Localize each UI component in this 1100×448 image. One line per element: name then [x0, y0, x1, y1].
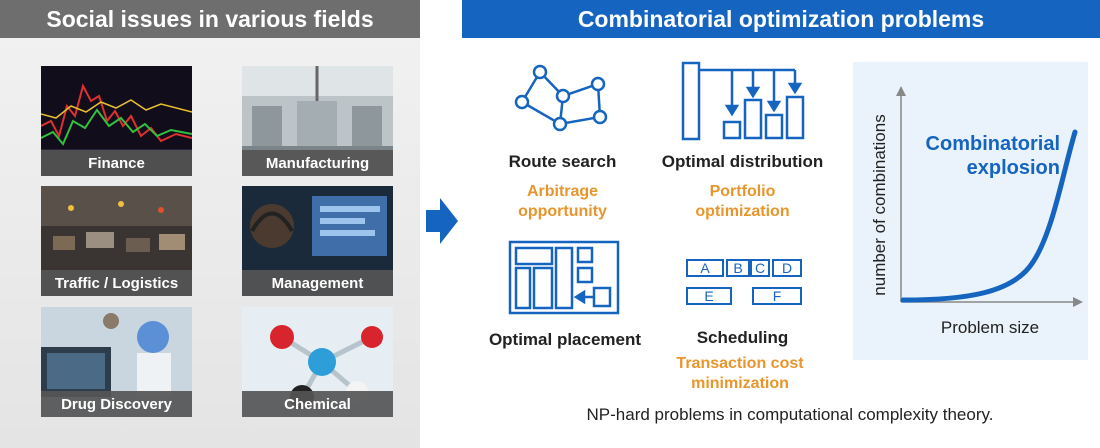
tile-label: Drug Discovery [41, 391, 192, 417]
tile-chemical: Chemical [242, 307, 393, 417]
schedule-block-f: F [773, 288, 782, 304]
optimal-distribution-label: Optimal distribution [661, 152, 824, 171]
tile-manufacturing: Manufacturing [242, 66, 393, 176]
schedule-block-c: C [755, 260, 765, 276]
social-issues-title: Social issues in various fields [0, 0, 420, 38]
route-graph-icon [514, 64, 608, 132]
tile-finance: Finance [41, 66, 192, 176]
tile-drug-discovery: Drug Discovery [41, 307, 192, 417]
distribution-icon [681, 61, 805, 141]
tile-traffic-logistics: Traffic / Logistics [41, 186, 192, 296]
placement-icon [508, 240, 620, 315]
right-arrow-icon [426, 198, 458, 244]
tile-label: Traffic / Logistics [41, 270, 192, 296]
social-issues-panel: Social issues in various fields Finance … [0, 0, 420, 448]
np-hard-footnote: NP-hard problems in computational comple… [586, 405, 994, 424]
schedule-block-e: E [704, 288, 713, 304]
tile-label: Chemical [242, 391, 393, 417]
scheduling-label: Scheduling [696, 328, 789, 347]
chart-canvas [896, 86, 1083, 307]
route-search-label: Route search [508, 152, 617, 171]
x-axis-arrow-icon [1073, 297, 1083, 307]
explosion-curve [900, 129, 1078, 303]
combinatorial-explosion-chart [853, 62, 1088, 360]
schedule-icon: A B C D E F [686, 259, 802, 305]
tile-label: Management [242, 270, 393, 296]
schedule-block-d: D [782, 260, 792, 276]
tile-label: Finance [41, 150, 192, 176]
y-axis-label: number of combinations [870, 114, 889, 296]
tile-management: Management [242, 186, 393, 296]
x-axis-label: Problem size [940, 318, 1040, 337]
optimal-placement-label: Optimal placement [488, 330, 642, 349]
tile-label: Manufacturing [242, 150, 393, 176]
schedule-block-a: A [700, 260, 710, 276]
schedule-block-b: B [733, 260, 742, 276]
optimization-title: Combinatorial optimization problems [462, 0, 1100, 38]
y-axis-arrow-icon [896, 86, 906, 96]
